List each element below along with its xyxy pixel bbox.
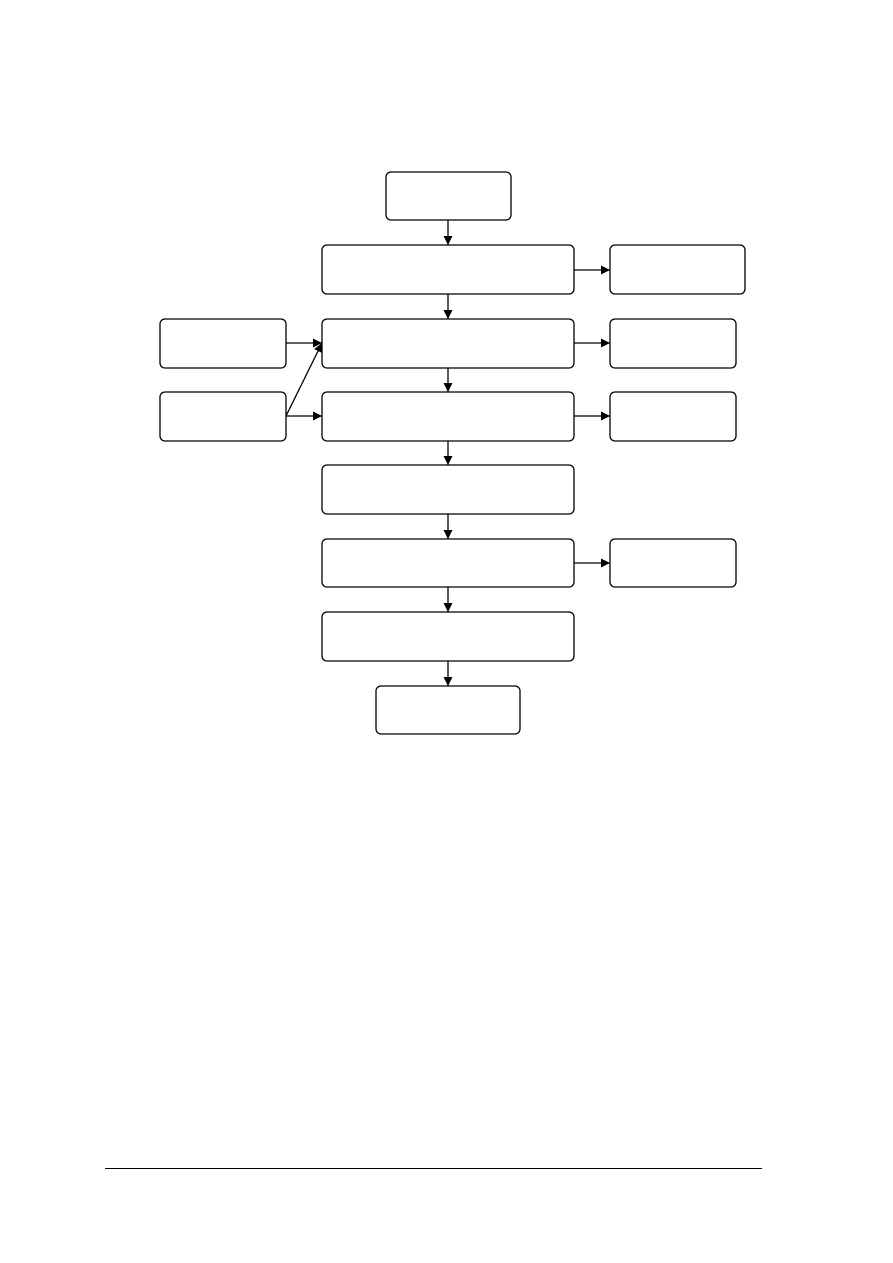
node-step-2 xyxy=(321,318,575,369)
node-step-6 xyxy=(321,611,575,662)
node-end xyxy=(375,685,521,735)
node-side-right-2 xyxy=(609,318,737,369)
node-side-right-5 xyxy=(609,538,737,588)
node-input-left-1 xyxy=(159,318,287,369)
node-start xyxy=(385,171,512,221)
edge-input-left-2-to-step-2 xyxy=(285,342,323,417)
node-side-right-3 xyxy=(609,391,737,442)
node-input-left-2 xyxy=(159,391,287,442)
node-step-4 xyxy=(321,464,575,515)
node-step-3 xyxy=(321,391,575,442)
flowchart-edges xyxy=(285,220,610,686)
node-step-5 xyxy=(321,538,575,588)
node-side-right-1 xyxy=(609,244,746,295)
flowchart-nodes xyxy=(159,171,746,735)
node-step-1 xyxy=(321,244,575,295)
footer-divider xyxy=(105,1168,762,1169)
